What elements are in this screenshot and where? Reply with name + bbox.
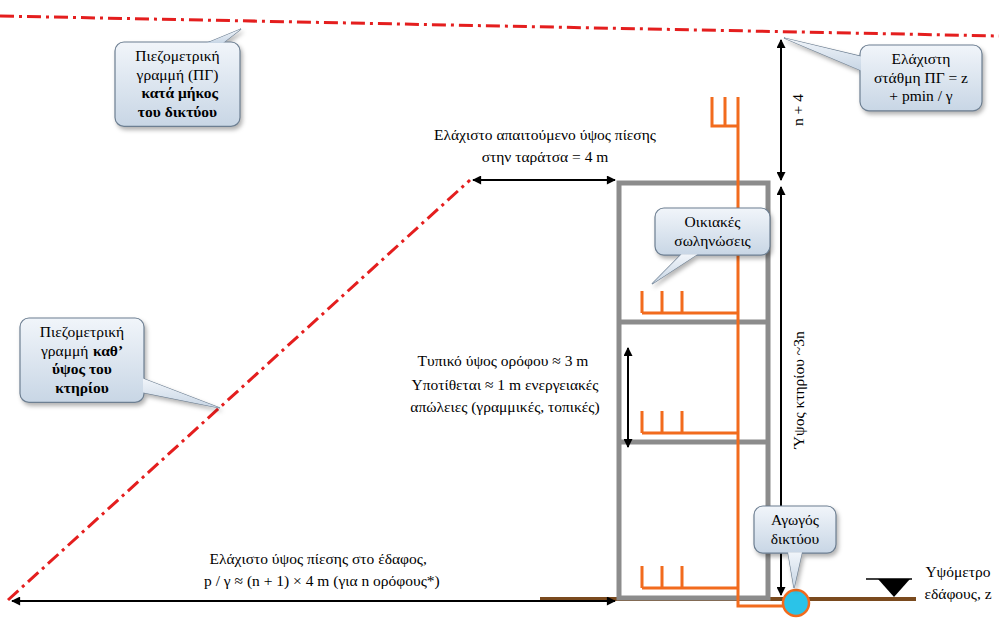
callout-bubble: Ελάχιστη στάθμη ΠΓ = z + pmin / γ <box>860 45 982 111</box>
callout-bubble: Πιεζομετρική γραμμήκαθ’ ύψος του κτηρίου <box>20 318 144 402</box>
ground-level-marker <box>866 579 912 597</box>
callout-text: Αγωγός δικτύου <box>771 511 820 547</box>
piezometric-line <box>8 180 470 600</box>
callout-shape <box>20 318 220 408</box>
dimension-arrows <box>12 40 781 601</box>
note-text: Τυπικό ύψος ορόφου ≈ 3 m <box>418 350 589 372</box>
building <box>619 183 768 598</box>
network-pipe <box>783 590 809 616</box>
callout-text: κατά μήκος του δικτύου <box>138 84 218 120</box>
note-text: Υποτίθεται ≈ 1 m ενεργειακές απώλειες (γ… <box>383 374 628 418</box>
callout-text: Οικιακές σωληνώσεις <box>674 213 750 249</box>
dimension-label: Ελάχιστο ύψος πίεσης στο έδαφος, <box>210 548 427 570</box>
dimension-label: Ύψος κτηρίου ~3n <box>787 331 809 448</box>
formula-text: p / γ ≈ (n + 1) × 4 m (για n ορόφους*) <box>204 570 440 592</box>
callout-shape <box>652 208 770 284</box>
callout-bubble: Αγωγός δικτύου <box>754 506 836 553</box>
callout-bubble: Οικιακές σωληνώσεις <box>655 208 770 255</box>
callout-text: Ελάχιστη στάθμη ΠΓ = z + pmin / γ <box>874 50 968 104</box>
dimension-label: n + 4 <box>787 94 809 126</box>
callout-text: Πιεζομετρική γραμμή (ΠΓ) <box>135 47 219 83</box>
ground-level-label: Υψόμετρο εδάφους, z <box>916 561 999 605</box>
callout-shape <box>754 506 836 588</box>
callout-shape <box>784 38 982 111</box>
callout-shape <box>115 29 241 126</box>
dimension-label: Ελάχιστο απαιτούμενο ύψος πίεσης στην τα… <box>428 124 663 168</box>
piezometric-line <box>0 16 999 36</box>
callout-bubble: Πιεζομετρική γραμμή (ΠΓ)κατά μήκος του δ… <box>115 42 240 126</box>
